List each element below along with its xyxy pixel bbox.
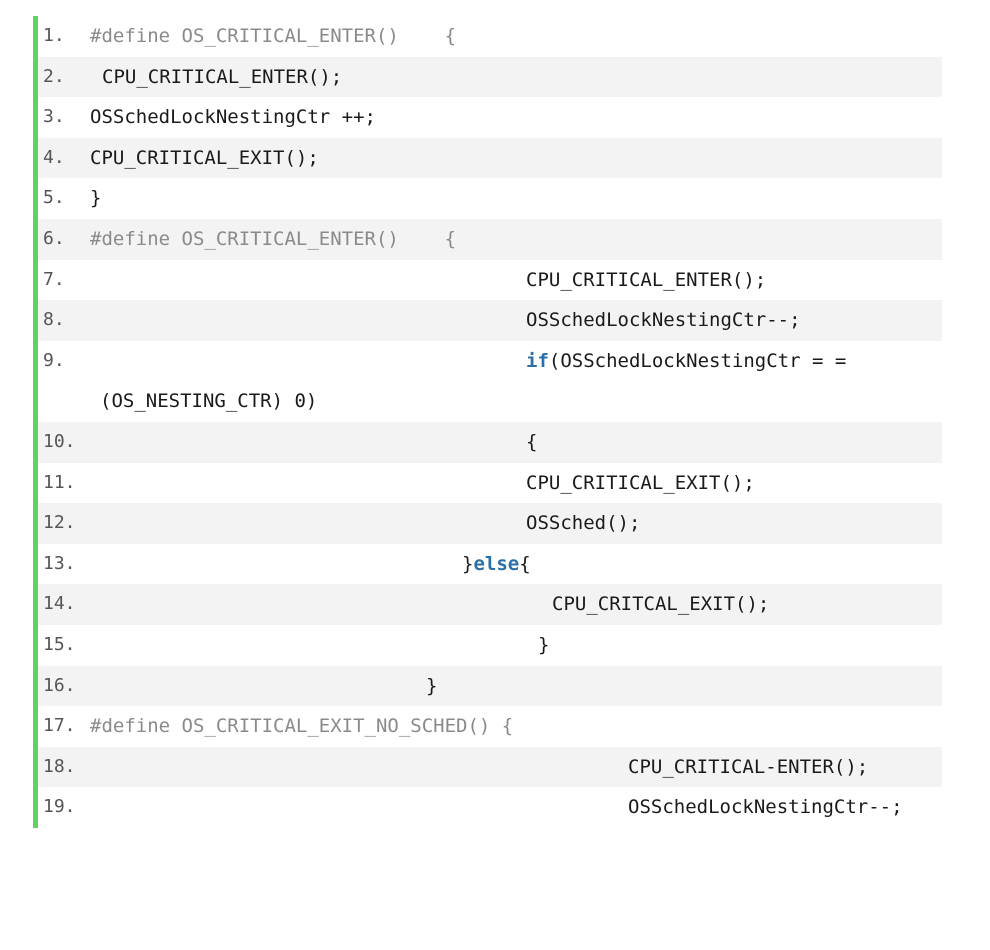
code-text: OSSchedLockNestingCtr--; xyxy=(526,309,801,332)
line-number: 11. xyxy=(43,471,76,493)
code-line: 13. }else{ xyxy=(38,544,942,585)
code-text: CPU_CRITICAL_ENTER(); xyxy=(102,65,343,88)
code-text: CPU_CRITICAL_EXIT(); xyxy=(526,471,755,494)
code-line: 10. { xyxy=(38,421,942,463)
code-line: 7. CPU_CRITICAL_ENTER(); xyxy=(38,260,942,301)
line-number: 10. xyxy=(43,430,76,452)
line-number: 4. xyxy=(43,146,65,168)
keyword-else: else xyxy=(473,552,520,575)
code-text: if(OSSchedLockNestingCtr = = xyxy=(526,341,846,382)
code-line: 14. CPU_CRITCAL_EXIT(); xyxy=(38,584,942,625)
line-number: 1. xyxy=(43,25,65,46)
code-line: 17. #define OS_CRITICAL_EXIT_NO_SCHED() … xyxy=(38,706,942,747)
code-line-wrapped: (OS_NESTING_CTR) 0) xyxy=(38,381,942,422)
code-text: CPU_CRITICAL_ENTER(); xyxy=(526,268,767,291)
code-line: 19. OSSchedLockNestingCtr--; xyxy=(38,787,942,828)
line-number: 3. xyxy=(43,106,65,128)
code-text: OSSchedLockNestingCtr ++; xyxy=(90,106,376,129)
line-number: 2. xyxy=(43,65,65,87)
code-line: 2. CPU_CRITICAL_ENTER(); xyxy=(38,56,942,98)
code-text: CPU_CRITICAL_EXIT(); xyxy=(90,146,319,169)
code-text: #define OS_CRITICAL_EXIT_NO_SCHED() { xyxy=(90,715,514,738)
code-text: (OS_NESTING_CTR) 0) xyxy=(100,390,318,413)
code-text-rest: { xyxy=(519,552,531,575)
code-text-rest: (OSSchedLockNestingCtr = = xyxy=(548,349,847,372)
line-number: 18. xyxy=(43,755,76,777)
code-line: 3. OSSchedLockNestingCtr ++; xyxy=(38,97,942,138)
code-line: 12. OSSched(); xyxy=(38,503,942,544)
line-number: 19. xyxy=(43,796,76,818)
code-line: 9. if(OSSchedLockNestingCtr = = xyxy=(38,341,942,382)
code-line: 5. } xyxy=(38,178,942,219)
code-text: #define OS_CRITICAL_ENTER() { xyxy=(90,227,457,250)
line-number: 7. xyxy=(43,268,65,290)
code-text: { xyxy=(526,430,538,453)
code-text: }else{ xyxy=(462,544,531,585)
close-brace: } xyxy=(462,552,474,575)
code-line: 4. CPU_CRITICAL_EXIT(); xyxy=(38,137,942,179)
code-line: 15. } xyxy=(38,625,942,666)
code-line: 1. #define OS_CRITICAL_ENTER() { xyxy=(38,16,942,57)
code-line: 6. #define OS_CRITICAL_ENTER() { xyxy=(38,218,942,260)
line-number: 12. xyxy=(43,512,76,534)
truncated-text-strip xyxy=(90,0,740,7)
line-number: 9. xyxy=(43,349,65,371)
line-number: 13. xyxy=(43,552,76,574)
code-text: CPU_CRITCAL_EXIT(); xyxy=(552,593,770,616)
line-number: 5. xyxy=(43,187,65,209)
code-line: 16. } xyxy=(38,665,942,707)
code-block: 1. #define OS_CRITICAL_ENTER() { 2. CPU_… xyxy=(33,16,942,828)
line-number: 6. xyxy=(43,227,65,249)
line-number: 8. xyxy=(43,309,65,331)
code-text: } xyxy=(538,633,550,656)
line-number: 16. xyxy=(43,674,76,696)
code-text: #define OS_CRITICAL_ENTER() { xyxy=(90,25,457,47)
line-number: 14. xyxy=(43,593,76,615)
code-text: OSSched(); xyxy=(526,512,641,535)
code-text: OSSchedLockNestingCtr--; xyxy=(628,796,903,819)
line-number: 15. xyxy=(43,633,76,655)
code-line: 11. CPU_CRITICAL_EXIT(); xyxy=(38,463,942,504)
code-line: 8. OSSchedLockNestingCtr--; xyxy=(38,300,942,341)
code-line: 18. CPU_CRITICAL-ENTER(); xyxy=(38,746,942,788)
keyword-if: if xyxy=(526,349,549,372)
line-number: 17. xyxy=(43,715,76,737)
code-text: } xyxy=(426,674,438,697)
code-text: CPU_CRITICAL-ENTER(); xyxy=(628,755,869,778)
code-text: } xyxy=(90,187,102,210)
